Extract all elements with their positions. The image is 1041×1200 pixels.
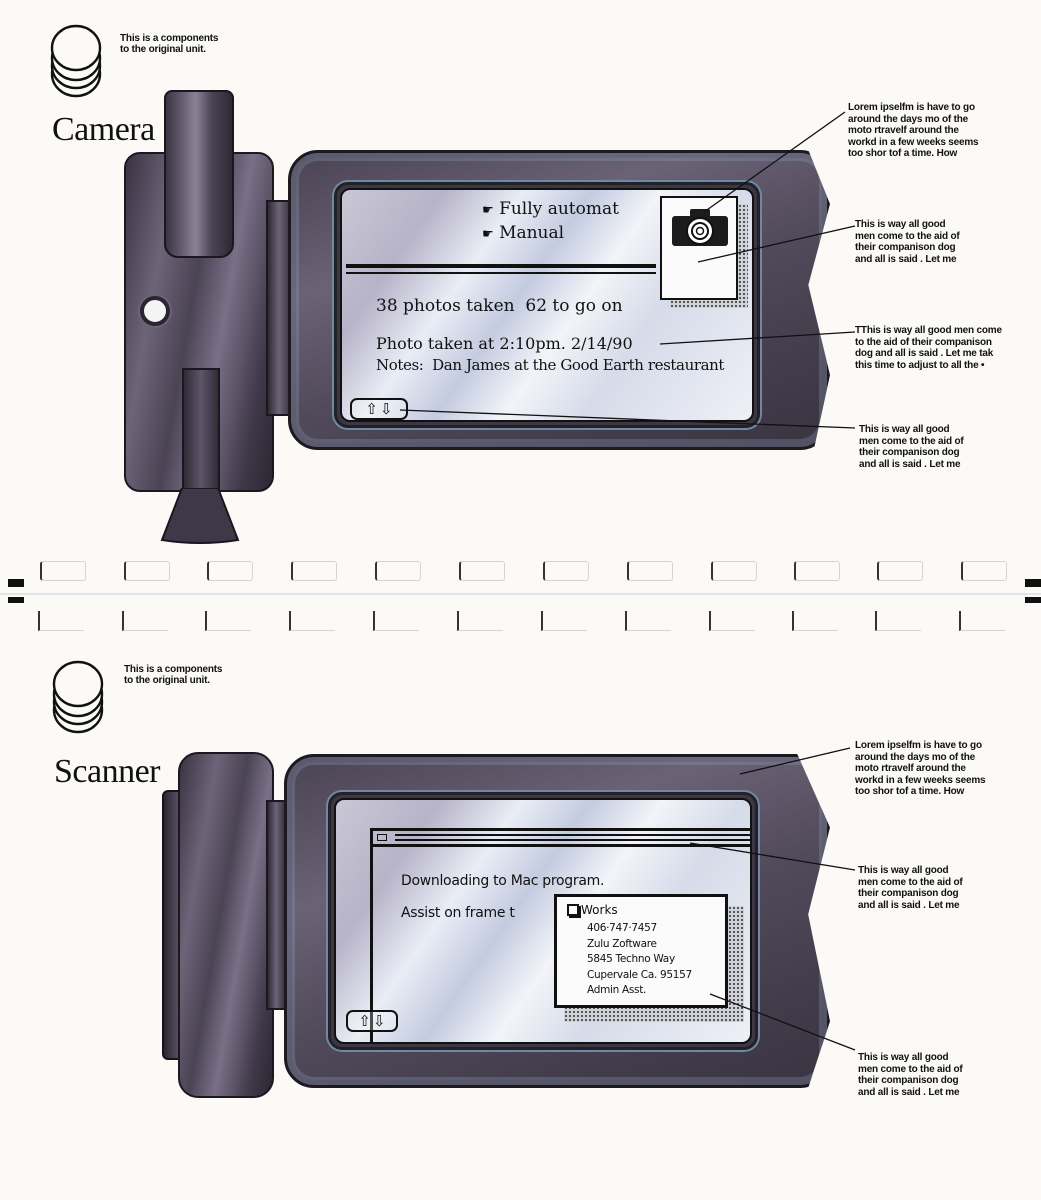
tab-slot: [457, 611, 503, 631]
tab-slot: [122, 611, 168, 631]
close-box-icon[interactable]: [377, 834, 387, 841]
tab-slot: [38, 611, 84, 631]
option-manual[interactable]: ☛ Manual: [482, 223, 565, 243]
camera-icon: [672, 209, 728, 246]
camera-viewfinder: [164, 90, 234, 258]
card-city: Cupervale Ca. 95157: [587, 968, 692, 981]
callout-3: TThis is way all good men come to the ai…: [855, 325, 1002, 371]
scroll-arrows: ⇧ ⇩: [350, 398, 408, 420]
camera-screen: ☛ Fully automat ☛ Manual 38 photos taken…: [340, 188, 754, 422]
tab-slot: [959, 611, 1005, 631]
section-title-scanner: Scanner: [54, 753, 161, 790]
card-details: 406·747·7457 Zulu Zoftware 5845 Techno W…: [587, 921, 692, 999]
tab-slot: [794, 561, 840, 581]
camera-stem: [182, 368, 220, 492]
scanner-hinge: [266, 800, 286, 1010]
tab-slot: [205, 611, 251, 631]
component-note: This is a components to the original uni…: [120, 33, 219, 55]
fold-line: [0, 593, 1041, 595]
tab-slot: [459, 561, 505, 581]
callout-1: Lorem ipselfm is have to go around the d…: [855, 740, 986, 798]
photo-thumbnail[interactable]: [660, 196, 738, 300]
up-arrow-icon[interactable]: ⇧: [365, 399, 378, 418]
down-arrow-icon[interactable]: ⇩: [373, 1011, 386, 1030]
callout-4: This is way all good men come to the aid…: [859, 424, 964, 470]
binder-mark-bottom-right: [1025, 597, 1041, 603]
binder-mark-bottom: [8, 597, 24, 603]
binder-mark-top: [8, 579, 24, 587]
component-note: This is a components to the original uni…: [124, 664, 223, 686]
tab-slot: [291, 561, 337, 581]
scanner-grip-body: [178, 752, 274, 1098]
tab-slot: [289, 611, 335, 631]
photo-time-text: Photo taken at 2:10pm. 2/14/90: [376, 334, 633, 353]
title-bar-stripe: [395, 839, 750, 841]
business-card-popup[interactable]: Works 406·747·7457 Zulu Zoftware 5845 Te…: [554, 894, 728, 1008]
divider-thin: [346, 272, 656, 274]
tab-slot: [40, 561, 86, 581]
tab-slot: [207, 561, 253, 581]
tab-slot: [625, 611, 671, 631]
stacked-discs-icon: [52, 660, 104, 734]
card-title: Admin Asst.: [587, 984, 647, 996]
download-status-text: Downloading to Mac program.: [401, 873, 605, 889]
tab-slot: [961, 561, 1007, 581]
tab-slot: [541, 611, 587, 631]
callout-1: Lorem ipselfm is have to go around the d…: [848, 102, 979, 160]
photo-count-text: 38 photos taken 62 to go on: [376, 296, 623, 316]
callout-2: This is way all good men come to the aid…: [855, 219, 960, 265]
tab-slot: [543, 561, 589, 581]
card-street: 5845 Techno Way: [587, 953, 675, 965]
down-arrow-icon[interactable]: ⇩: [380, 399, 393, 418]
pointing-hand-icon: ☛: [482, 227, 494, 242]
card-company: Zulu Zoftware: [587, 937, 657, 950]
up-arrow-icon[interactable]: ⇧: [358, 1011, 371, 1030]
card-app-name: Works: [581, 903, 618, 917]
tab-slot: [375, 561, 421, 581]
binder-tab-strip: [0, 555, 1041, 635]
binder-mark-top-right: [1025, 579, 1041, 587]
tab-slot: [627, 561, 673, 581]
tab-slot: [373, 611, 419, 631]
assist-text: Assist on frame t: [401, 905, 515, 921]
section-title-camera: Camera: [52, 111, 155, 148]
callout-3: This is way all good men come to the aid…: [858, 1052, 963, 1098]
tab-slot: [124, 561, 170, 581]
option-fully-automatic[interactable]: ☛ Fully automat: [482, 199, 619, 219]
tab-slot: [711, 561, 757, 581]
scanner-screen: Downloading to Mac program. Assist on fr…: [334, 798, 752, 1044]
card-header: Works: [567, 903, 618, 917]
scroll-arrows: ⇧ ⇩: [346, 1010, 398, 1032]
photo-notes-text: Notes: Dan James at the Good Earth resta…: [376, 356, 725, 374]
callout-2: This is way all good men come to the aid…: [858, 865, 963, 911]
card-phone: 406·747·7457: [587, 922, 657, 934]
title-bar-stripe: [395, 834, 750, 836]
tab-slot: [792, 611, 838, 631]
document-icon: [567, 904, 579, 916]
divider-thick: [346, 264, 656, 268]
stacked-discs-icon: [50, 24, 102, 98]
window-title-bar: [373, 831, 750, 847]
tab-slot: [875, 611, 921, 631]
pointing-hand-icon: ☛: [482, 203, 494, 218]
tab-slot: [709, 611, 755, 631]
tab-slot: [877, 561, 923, 581]
mac-window: Downloading to Mac program. Assist on fr…: [370, 828, 750, 1042]
mode-options: ☛ Fully automat ☛ Manual: [482, 198, 619, 246]
camera-foot: [160, 488, 240, 544]
camera-lens: [140, 296, 170, 326]
